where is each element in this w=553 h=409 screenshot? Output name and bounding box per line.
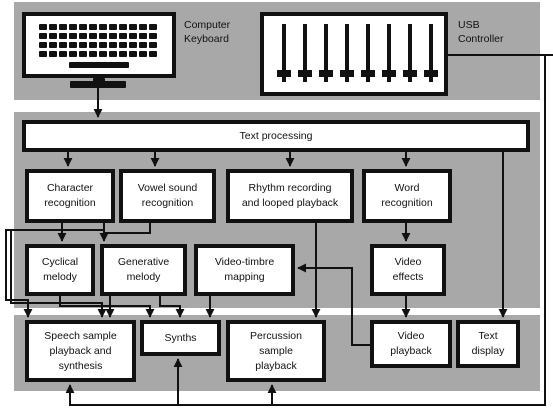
- keyboard-key: [69, 51, 77, 57]
- fader-knob: [424, 70, 438, 77]
- keyboard-key: [119, 42, 127, 48]
- keyboard-key: [119, 51, 127, 57]
- keyboard-key: [149, 33, 157, 39]
- keyboard-key: [69, 24, 77, 30]
- generative-melody-box: Generative melody: [100, 244, 187, 296]
- keyboard-key: [59, 51, 67, 57]
- fader-knob: [382, 70, 396, 77]
- keyboard-key: [119, 24, 127, 30]
- keyboard-key: [129, 51, 137, 57]
- keyboard-key: [109, 33, 117, 39]
- keyboard-key: [109, 24, 117, 30]
- fader-knob: [403, 70, 417, 77]
- fader-knob: [298, 70, 312, 77]
- keyboard-key: [49, 33, 57, 39]
- keyboard-key: [89, 33, 97, 39]
- fader-knob: [319, 70, 333, 77]
- speech-sample-box: Speech sample playback and synthesis: [25, 320, 136, 382]
- keyboard-key: [129, 33, 137, 39]
- percussion-sample-box: Percussion sample playback: [226, 320, 326, 382]
- keyboard-key: [149, 24, 157, 30]
- fader-track: [408, 24, 412, 82]
- keyboard-key: [49, 51, 57, 57]
- keyboard-key: [139, 42, 147, 48]
- keyboard-spacebar: [69, 62, 129, 68]
- character-recognition-box: Character recognition: [25, 169, 115, 223]
- keyboard-label: Computer Keyboard: [184, 19, 231, 45]
- video-effects-box: Video effects: [370, 244, 446, 296]
- text-display-box: Text display: [456, 320, 520, 368]
- keyboard-icon: [22, 12, 176, 78]
- keyboard-key: [99, 51, 107, 57]
- keyboard-key: [39, 51, 47, 57]
- synths-box: Synths: [140, 320, 221, 356]
- fader-controller-icon: [260, 12, 448, 96]
- keyboard-key: [49, 24, 57, 30]
- keyboard-key: [69, 33, 77, 39]
- keyboard-key: [79, 24, 87, 30]
- keyboard-key: [109, 51, 117, 57]
- rhythm-recording-box: Rhythm recording and looped playback: [226, 169, 354, 223]
- keyboard-key: [59, 24, 67, 30]
- keyboard-key: [39, 24, 47, 30]
- keyboard-key: [99, 24, 107, 30]
- fader-track: [387, 24, 391, 82]
- keyboard-keys: [26, 16, 172, 74]
- fader-knob: [277, 70, 291, 77]
- keyboard-key: [89, 51, 97, 57]
- word-recognition-box: Word recognition: [362, 169, 452, 223]
- fader-track: [366, 24, 370, 82]
- fader-track: [282, 24, 286, 82]
- fader-track: [303, 24, 307, 82]
- video-timbre-mapping-box: Video-timbre mapping: [194, 244, 295, 296]
- keyboard-key: [39, 42, 47, 48]
- keyboard-base: [70, 81, 126, 88]
- keyboard-key: [59, 42, 67, 48]
- fader-knob: [361, 70, 375, 77]
- keyboard-key: [99, 42, 107, 48]
- keyboard-key: [79, 42, 87, 48]
- keyboard-key: [79, 51, 87, 57]
- fader-knob: [340, 70, 354, 77]
- keyboard-key: [89, 42, 97, 48]
- vowel-sound-recognition-box: Vowel sound recognition: [119, 169, 216, 223]
- keyboard-key: [149, 42, 157, 48]
- video-playback-box: Video playback: [370, 320, 452, 368]
- fader-track: [324, 24, 328, 82]
- keyboard-key: [89, 24, 97, 30]
- fader-track: [429, 24, 433, 82]
- keyboard-key: [99, 33, 107, 39]
- fader-track: [345, 24, 349, 82]
- keyboard-key: [119, 33, 127, 39]
- keyboard-key: [129, 42, 137, 48]
- keyboard-key: [139, 51, 147, 57]
- keyboard-key: [49, 42, 57, 48]
- text-processing-box: Text processing: [22, 120, 530, 152]
- keyboard-key: [129, 24, 137, 30]
- keyboard-key: [59, 33, 67, 39]
- controller-label: USB Controller: [458, 19, 504, 45]
- controller-faders: [264, 16, 444, 92]
- keyboard-key: [109, 42, 117, 48]
- cyclical-melody-box: Cyclical melody: [25, 244, 95, 296]
- keyboard-key: [149, 51, 157, 57]
- keyboard-key: [139, 24, 147, 30]
- keyboard-key: [139, 33, 147, 39]
- keyboard-key: [69, 42, 77, 48]
- keyboard-key: [79, 33, 87, 39]
- keyboard-key: [39, 33, 47, 39]
